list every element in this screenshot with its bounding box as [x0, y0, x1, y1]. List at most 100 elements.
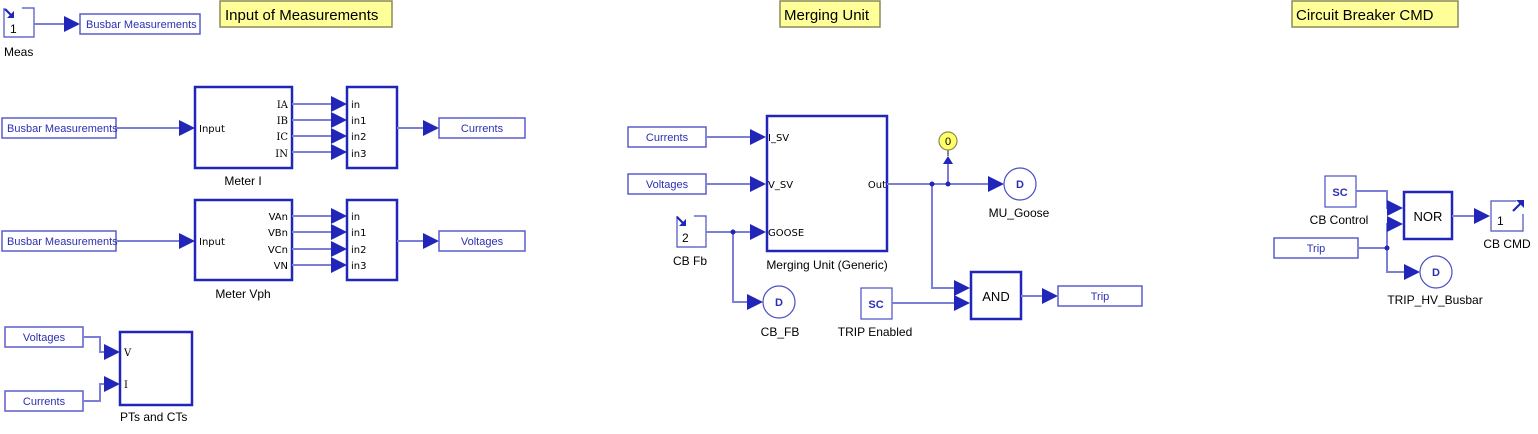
outport-cb-cmd[interactable]: 1 CB CMD: [1483, 200, 1531, 251]
svg-text:Voltages: Voltages: [646, 179, 689, 191]
meter-i-block[interactable]: Input IA IB IC IN Meter I: [193, 85, 294, 188]
svg-text:IA: IA: [277, 100, 289, 111]
trip-hv-busbar-display[interactable]: D TRIP_HV_Busbar: [1387, 255, 1483, 307]
junction-dot: [1384, 245, 1390, 251]
svg-text:V_SV: V_SV: [768, 180, 793, 191]
cb-control-switch[interactable]: SC CB Control: [1310, 175, 1369, 227]
mux-currents-block[interactable]: in in1 in2 in3: [345, 85, 399, 170]
trip-enabled-switch[interactable]: SC TRIP Enabled: [838, 287, 913, 339]
svg-text:in1: in1: [351, 116, 366, 127]
svg-text:IC: IC: [276, 132, 288, 143]
cb-fb-display[interactable]: D CB_FB: [761, 285, 800, 339]
svg-text:Currents: Currents: [23, 396, 66, 408]
svg-text:D: D: [1432, 267, 1440, 279]
svg-text:in: in: [351, 212, 360, 223]
svg-text:Meter I: Meter I: [224, 174, 261, 188]
svg-text:Meas: Meas: [4, 45, 33, 59]
svg-text:2: 2: [682, 231, 689, 245]
inport-arrow-icon: [676, 216, 686, 226]
display-arrow-icon: [943, 156, 953, 164]
svg-text:in3: in3: [351, 149, 366, 160]
svg-text:AND: AND: [982, 289, 1009, 304]
meter-vph-block[interactable]: Input VAn VBn VCn VN Meter Vph: [193, 198, 294, 301]
goto-voltages[interactable]: Voltages: [438, 230, 526, 252]
svg-text:I_SV: I_SV: [768, 133, 789, 144]
and-gate[interactable]: AND: [969, 270, 1023, 321]
nor-gate[interactable]: NOR: [1402, 190, 1454, 241]
junction-dot: [929, 181, 935, 187]
svg-text:IN: IN: [275, 149, 288, 160]
svg-text:Out: Out: [868, 180, 886, 191]
svg-text:Busbar Measurements: Busbar Measurements: [86, 19, 197, 31]
wire-cb-fb-display: [732, 232, 763, 310]
junction-dot: [945, 181, 951, 187]
svg-text:Input: Input: [199, 124, 225, 135]
svg-text:Circuit Breaker CMD: Circuit Breaker CMD: [1296, 7, 1434, 24]
svg-text:Trip: Trip: [1091, 291, 1110, 303]
svg-text:0: 0: [945, 136, 951, 148]
goto-currents[interactable]: Currents: [438, 117, 526, 139]
svg-text:CB CMD: CB CMD: [1483, 237, 1531, 251]
svg-text:Trip: Trip: [1307, 243, 1326, 255]
svg-text:Busbar Measurements: Busbar Measurements: [7, 123, 118, 135]
svg-text:VAn: VAn: [269, 212, 288, 223]
svg-text:Currents: Currents: [646, 132, 689, 144]
svg-text:PTs and CTs: PTs and CTs: [120, 410, 187, 424]
svg-text:SC: SC: [1332, 187, 1347, 199]
svg-text:in1: in1: [351, 228, 366, 239]
from-trip[interactable]: Trip: [1273, 237, 1359, 259]
mux-voltages-block[interactable]: in in1 in2 in3: [345, 198, 399, 282]
svg-text:in: in: [351, 100, 360, 111]
svg-text:Input: Input: [199, 237, 225, 248]
svg-text:Currents: Currents: [461, 123, 504, 135]
svg-text:GOOSE: GOOSE: [768, 228, 804, 239]
mu-goose-display[interactable]: D MU_Goose: [989, 167, 1050, 220]
meter-i-wires: [292, 96, 347, 160]
svg-text:TRIP_HV_Busbar: TRIP_HV_Busbar: [1387, 293, 1482, 307]
svg-text:Meter Vph: Meter Vph: [215, 287, 270, 301]
svg-text:Merging Unit: Merging Unit: [784, 7, 870, 24]
wire-pts-v: [83, 336, 120, 360]
svg-text:1: 1: [1497, 214, 1504, 228]
wire-trip-display: [1386, 248, 1420, 280]
wire-pts-i: [83, 376, 120, 402]
svg-text:in2: in2: [351, 245, 366, 256]
inport-arrow-icon: [4, 8, 14, 18]
from-voltages-1[interactable]: Voltages: [4, 326, 84, 348]
svg-text:D: D: [775, 297, 783, 309]
junction-dot: [730, 229, 736, 235]
svg-text:VN: VN: [274, 261, 288, 272]
value-display[interactable]: 0: [938, 131, 958, 151]
inport-cb-fb[interactable]: 2 CB Fb: [673, 215, 707, 268]
annotation-circuit-breaker-cmd[interactable]: Circuit Breaker CMD: [1291, 0, 1459, 28]
goto-trip[interactable]: Trip: [1057, 285, 1143, 307]
svg-text:Input of Measurements: Input of Measurements: [225, 7, 378, 24]
svg-text:NOR: NOR: [1414, 209, 1443, 224]
inport-meas[interactable]: 1 Meas: [3, 7, 35, 59]
annotation-input-of-measurements[interactable]: Input of Measurements: [219, 0, 393, 28]
from-busbar-measurements-1[interactable]: Busbar Measurements: [1, 117, 118, 139]
annotation-merging-unit[interactable]: Merging Unit: [779, 0, 881, 28]
svg-text:Busbar Measurements: Busbar Measurements: [7, 236, 118, 248]
svg-text:SC: SC: [868, 299, 883, 311]
from-busbar-measurements-2[interactable]: Busbar Measurements: [1, 230, 118, 252]
svg-text:Merging Unit (Generic): Merging Unit (Generic): [766, 258, 887, 272]
svg-text:I: I: [124, 380, 128, 391]
svg-text:CB_FB: CB_FB: [761, 325, 800, 339]
svg-text:TRIP Enabled: TRIP Enabled: [838, 325, 913, 339]
pts-and-cts-block[interactable]: V I PTs and CTs: [118, 330, 194, 424]
svg-text:Voltages: Voltages: [23, 332, 66, 344]
wire-trip-nor: [1358, 216, 1403, 249]
svg-text:1: 1: [10, 22, 17, 36]
merging-unit-block[interactable]: I_SV V_SV GOOSE Out Merging Unit (Generi…: [765, 114, 889, 272]
from-currents-1[interactable]: Currents: [4, 390, 84, 412]
svg-text:V: V: [123, 348, 132, 359]
from-voltages-2[interactable]: Voltages: [627, 173, 707, 195]
svg-text:VCn: VCn: [268, 245, 288, 256]
goto-busbar-measurements[interactable]: Busbar Measurements: [79, 13, 201, 35]
svg-text:Voltages: Voltages: [461, 236, 504, 248]
svg-text:in3: in3: [351, 261, 366, 272]
from-currents-2[interactable]: Currents: [627, 126, 707, 148]
meter-vph-wires: [292, 208, 347, 273]
